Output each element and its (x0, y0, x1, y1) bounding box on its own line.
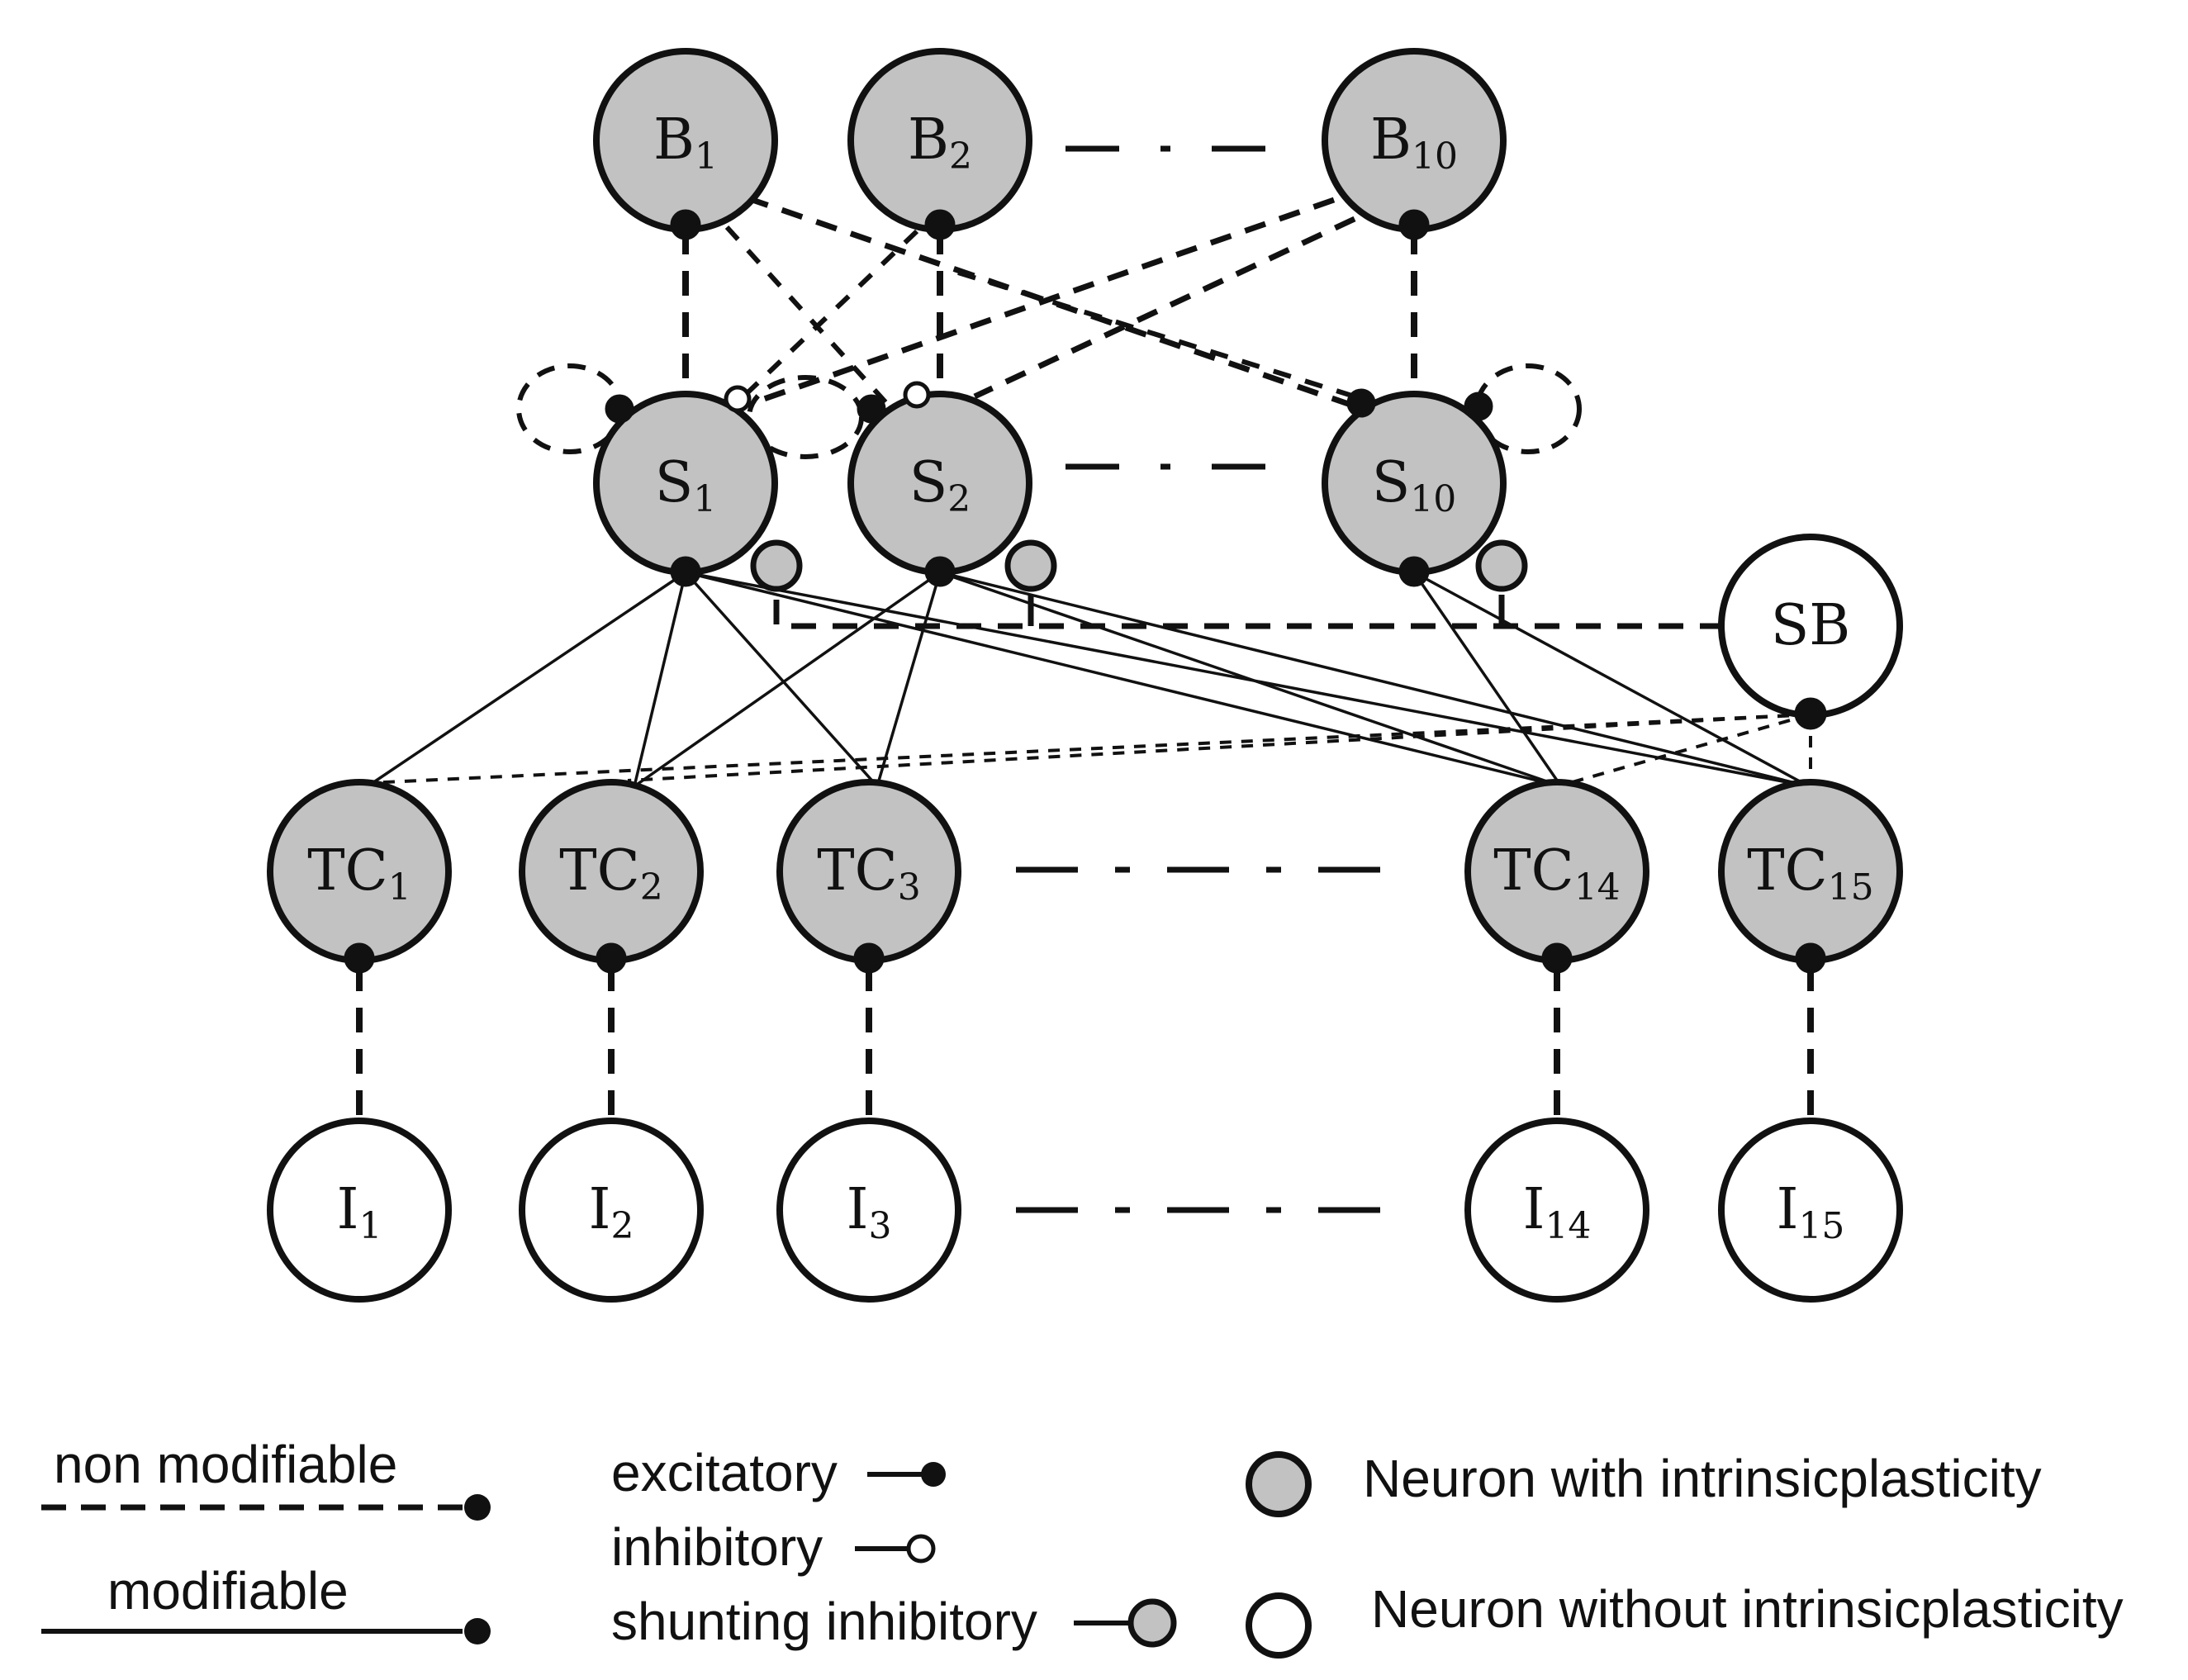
legend-non-modifiable-label: non modifiable (54, 1435, 397, 1494)
legend-modifiable-label: modifiable (107, 1561, 349, 1621)
synapse-terminals (344, 209, 1827, 974)
svg-text:TC3: TC3 (817, 838, 920, 909)
legend-excitatory-label: excitatory (611, 1443, 838, 1502)
b2-s1-link (737, 229, 919, 403)
svg-text:I1: I1 (337, 1177, 382, 1247)
neuron-i14: I14 (1464, 1118, 1649, 1303)
svg-text:B2: B2 (908, 107, 972, 178)
s1-tc3-link (684, 571, 879, 788)
excitatory-terminal-icon (853, 942, 885, 974)
neuron-s10: S10 (1322, 391, 1507, 576)
excitatory-terminal-icon (921, 1462, 946, 1487)
b1-s2-link (724, 225, 890, 407)
excitatory-terminal-icon (605, 394, 634, 424)
neuron-b10: B10 (1322, 48, 1507, 233)
excitatory-terminal-icon (924, 209, 956, 240)
excitatory-terminal-icon (464, 1618, 491, 1644)
excitatory-terminal-icon (1541, 942, 1573, 974)
svg-text:I14: I14 (1523, 1177, 1592, 1247)
excitatory-terminal-icon (1794, 697, 1827, 730)
svg-text:TC15: TC15 (1747, 838, 1873, 909)
shunting-terminal-icon (750, 539, 803, 592)
legend-without-ip-label: Neuron without intrinsicplasticity (1371, 1579, 2124, 1639)
svg-text:TC1: TC1 (307, 838, 411, 909)
neuron-b1: B1 (593, 48, 778, 233)
ip-neuron-swatch-icon (1246, 1451, 1312, 1517)
neuron-tc15: TC15 (1718, 779, 1903, 964)
connections (356, 145, 1814, 1213)
svg-text:I15: I15 (1777, 1177, 1845, 1247)
neuron-tc14: TC14 (1464, 779, 1649, 964)
neuron-i15: I15 (1718, 1118, 1903, 1303)
svg-text:TC14: TC14 (1493, 838, 1620, 909)
neuron-i3: I3 (776, 1118, 961, 1303)
b2-s10-link (957, 270, 1355, 399)
neuron-tc3: TC3 (776, 779, 961, 964)
neuron-tc1: TC1 (267, 779, 452, 964)
neuron-i2: I2 (519, 1118, 704, 1303)
svg-text:TC2: TC2 (559, 838, 662, 909)
sb-tc1-link (367, 713, 1811, 785)
s10-self-loop (1474, 363, 1582, 454)
excitatory-terminal-icon (596, 942, 627, 974)
svg-text:B10: B10 (1370, 107, 1458, 178)
neuron-i1: I1 (267, 1118, 452, 1303)
neuron-s2: S2 (847, 391, 1032, 576)
excitatory-terminal-icon (924, 556, 956, 587)
s1-tc2-link (633, 572, 687, 787)
excitatory-terminal-icon (344, 942, 375, 974)
excitatory-terminal-icon (1398, 209, 1430, 240)
s1-tc14-link (685, 571, 1562, 788)
svg-text:SB: SB (1771, 593, 1851, 658)
s10-tc15-link (1413, 571, 1810, 788)
sb-s-shunt-bus (773, 595, 1725, 629)
inhibitory-terminal-icon (903, 381, 931, 409)
legend-inhibitory-label: inhibitory (611, 1517, 823, 1577)
s2-tc14-link (939, 571, 1562, 788)
neuron-s1: S1 (593, 391, 778, 576)
excitatory-terminal-icon (670, 209, 701, 240)
inhibitory-terminal-icon (906, 1534, 936, 1564)
excitatory-terminal-icon (1398, 556, 1430, 587)
shunting-terminal-icon (1127, 1598, 1177, 1648)
inhibitory-terminal-icon (724, 385, 752, 413)
s10-tc14-link (1412, 572, 1563, 787)
neuron-sb: SB (1718, 534, 1903, 719)
svg-text:B1: B1 (653, 107, 718, 178)
svg-text:I2: I2 (589, 1177, 634, 1247)
excitatory-terminal-icon (857, 394, 886, 424)
excitatory-terminal-icon (1346, 388, 1376, 418)
neuron-tc2: TC2 (519, 779, 704, 964)
excitatory-terminal-icon (1464, 392, 1493, 421)
svg-text:S1: S1 (655, 450, 717, 520)
svg-text:S10: S10 (1372, 450, 1457, 520)
legend-with-ip-label: Neuron with intrinsicplasticity (1363, 1449, 2042, 1508)
sb-tc2-link (627, 713, 1811, 782)
legend: non modifiable modifiable excitatory inh… (41, 1435, 2124, 1659)
b10-s1-link (746, 197, 1336, 408)
excitatory-terminal-icon (1795, 942, 1826, 974)
plain-neuron-swatch-icon (1246, 1592, 1312, 1659)
legend-shunting-label: shunting inhibitory (611, 1592, 1037, 1651)
svg-text:S2: S2 (909, 450, 971, 520)
excitatory-terminal-icon (670, 556, 701, 587)
s2-tc3-link (876, 572, 942, 787)
s2-tc2-link (633, 571, 942, 788)
neuron-b2: B2 (847, 48, 1032, 233)
s1-tc1-link (367, 571, 686, 788)
shunting-terminal-icon (1004, 539, 1057, 592)
shunting-terminal-icon (1475, 539, 1528, 592)
excitatory-terminal-icon (464, 1494, 491, 1521)
b10-s2-link (973, 216, 1356, 400)
svg-text:I3: I3 (847, 1177, 892, 1247)
s2-tc15-link (939, 571, 1810, 788)
